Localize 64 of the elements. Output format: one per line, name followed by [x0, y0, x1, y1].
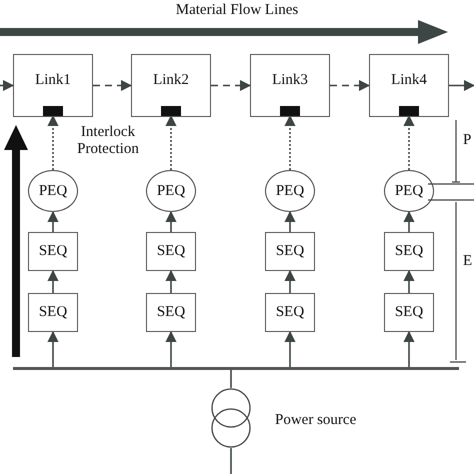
arrow — [403, 330, 415, 367]
arrow — [403, 114, 415, 170]
node-label: Link2 — [153, 72, 189, 89]
node-label: SEQ — [394, 243, 424, 260]
node-caption: Power source — [275, 412, 356, 428]
equipment-box — [28, 293, 78, 332]
dimension-label: E — [463, 253, 472, 270]
arrow — [211, 80, 252, 92]
equipment-box — [384, 293, 434, 332]
arrow — [165, 210, 177, 232]
arrow — [330, 80, 370, 92]
interlock-port — [399, 106, 419, 116]
node-label: SEQ — [276, 243, 304, 260]
link-box — [250, 54, 330, 117]
equipment-box — [146, 232, 196, 271]
arrow — [284, 270, 296, 293]
arrow — [165, 330, 177, 367]
arrow — [284, 330, 296, 367]
arrow — [403, 210, 415, 232]
node-label: SEQ — [38, 243, 68, 260]
interlock-port — [161, 106, 181, 116]
process-ellipse — [384, 170, 434, 212]
equipment-box — [28, 232, 78, 271]
arrow — [93, 80, 132, 92]
node-label: Link3 — [272, 72, 308, 89]
annotation-label: Interlock Protection — [76, 124, 140, 157]
node-label: PEQ — [156, 182, 186, 200]
arrow — [47, 270, 59, 293]
equipment-box — [384, 232, 434, 271]
node-label: Link4 — [391, 72, 427, 89]
arrow — [449, 80, 474, 92]
flow-caption: Material Flow Lines — [176, 2, 298, 18]
node-label: SEQ — [276, 304, 304, 321]
node-label: PEQ — [276, 182, 304, 200]
node-label: SEQ — [38, 304, 68, 321]
arrow — [284, 210, 296, 232]
arrow — [47, 330, 59, 367]
process-ellipse — [146, 170, 196, 212]
interlock-port — [43, 106, 63, 116]
arrow — [0, 80, 14, 92]
link-box — [13, 54, 93, 117]
link-box — [131, 54, 211, 117]
process-ellipse — [28, 170, 78, 212]
node-label: PEQ — [394, 182, 424, 200]
node-label: PEQ — [38, 182, 68, 200]
dimension-label: P — [463, 132, 472, 148]
arrow — [284, 114, 296, 170]
equipment-box — [265, 293, 315, 332]
interlock-port — [280, 106, 300, 116]
process-ellipse — [265, 170, 315, 212]
arrow — [47, 210, 59, 232]
arrow — [165, 270, 177, 293]
bus-bar — [13, 367, 459, 370]
arrow — [47, 114, 59, 170]
node-label: SEQ — [394, 304, 424, 321]
transformer-symbol — [211, 388, 251, 448]
link-box — [369, 54, 449, 117]
node-label: Link1 — [35, 72, 71, 89]
equipment-box — [265, 232, 315, 271]
node-label: SEQ — [156, 243, 186, 260]
arrow — [403, 270, 415, 293]
equipment-box — [146, 293, 196, 332]
node-label: SEQ — [156, 304, 186, 321]
arrow — [165, 114, 177, 170]
